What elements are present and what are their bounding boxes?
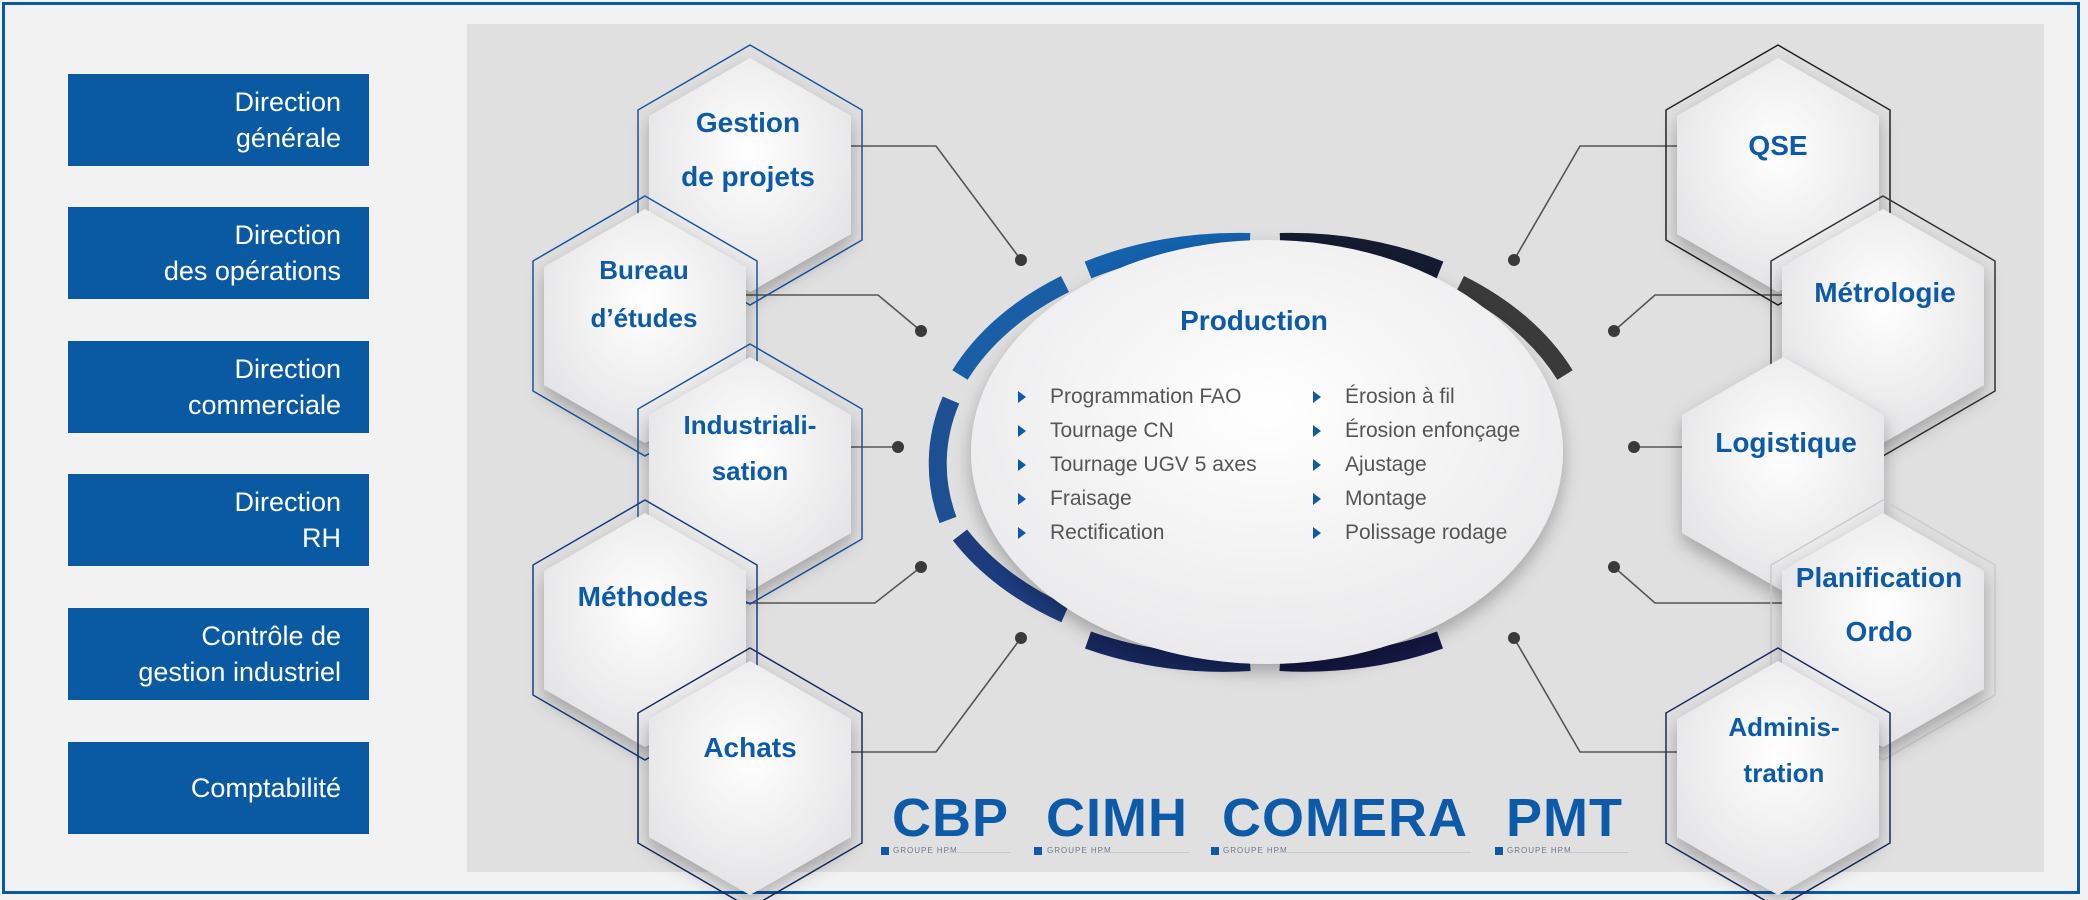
- direction-label: Comptabilité: [190, 773, 341, 803]
- hex-industrialisation[interactable]: Industriali- sation: [683, 410, 817, 486]
- hex-bureau-etudes[interactable]: Bureau d’études: [590, 255, 698, 333]
- production-item: Tournage CN: [1014, 414, 1257, 448]
- logo-square: [1495, 847, 1503, 855]
- logo-sub-cbp: GROUPE HPM: [893, 846, 958, 855]
- production-item: Ajustage: [1309, 448, 1520, 482]
- hex-metrologie[interactable]: Métrologie: [1814, 277, 1956, 308]
- direction-label: Contrôle de gestion industriel: [138, 621, 341, 687]
- production-item: Érosion à fil: [1309, 380, 1520, 414]
- production-item: Tournage UGV 5 axes: [1014, 448, 1257, 482]
- direction-operations-box[interactable]: Direction des opérations: [68, 207, 369, 299]
- production-item: Fraisage: [1014, 482, 1257, 516]
- production-item: Montage: [1309, 482, 1520, 516]
- comptabilite-box[interactable]: Comptabilité: [68, 742, 369, 834]
- production-item: Polissage rodage: [1309, 516, 1520, 550]
- production-item: Érosion enfonçage: [1309, 414, 1520, 448]
- production-list-right: Érosion à fil Érosion enfonçage Ajustage…: [1309, 380, 1520, 550]
- direction-commerciale-box[interactable]: Direction commerciale: [68, 341, 369, 433]
- hex-administration[interactable]: Adminis- tration: [1728, 712, 1840, 788]
- logo-square: [881, 847, 889, 855]
- right-hexagons: [1665, 44, 1996, 900]
- production-item: Rectification: [1014, 516, 1257, 550]
- logo-square: [1211, 847, 1219, 855]
- production-item: Programmation FAO: [1014, 380, 1257, 414]
- logo-rule: [1099, 852, 1189, 853]
- hex-qse[interactable]: QSE: [1748, 130, 1808, 161]
- logo-rule: [1276, 852, 1471, 853]
- logo-cimh: CIMH: [1046, 788, 1188, 848]
- logo-rule: [945, 852, 1010, 853]
- direction-label: Direction commerciale: [187, 354, 341, 420]
- connector-lines: [730, 145, 1795, 753]
- logo-square: [1034, 847, 1042, 855]
- left-hexagons: [532, 44, 863, 900]
- direction-rh-box[interactable]: Direction RH: [68, 474, 369, 566]
- direction-label: Direction générale: [234, 87, 341, 153]
- direction-generale-box[interactable]: Direction générale: [68, 74, 369, 166]
- logo-sub-comera: GROUPE HPM: [1223, 846, 1288, 855]
- hex-methodes[interactable]: Méthodes: [577, 581, 709, 612]
- logo-sub-cimh: GROUPE HPM: [1047, 846, 1112, 855]
- logo-pmt: PMT: [1506, 788, 1623, 848]
- controle-gestion-box[interactable]: Contrôle de gestion industriel: [68, 608, 369, 700]
- direction-label: Direction des opérations: [163, 220, 341, 286]
- logo-comera: COMERA: [1222, 788, 1468, 848]
- production-title: Production: [1180, 305, 1328, 336]
- hex-logistique[interactable]: Logistique: [1715, 427, 1857, 458]
- logo-sub-pmt: GROUPE HPM: [1507, 846, 1572, 855]
- hex-gestion-projets[interactable]: Gestion de projets: [681, 107, 815, 192]
- direction-label: Direction RH: [234, 487, 341, 553]
- hex-planification-ordo[interactable]: Planification Ordo: [1795, 562, 1963, 647]
- production-list-left: Programmation FAO Tournage CN Tournage U…: [1014, 380, 1257, 550]
- logo-rule: [1560, 852, 1628, 853]
- production-ellipse: [971, 240, 1563, 664]
- logo-cbp: CBP: [892, 788, 1010, 848]
- hex-achats[interactable]: Achats: [703, 732, 797, 763]
